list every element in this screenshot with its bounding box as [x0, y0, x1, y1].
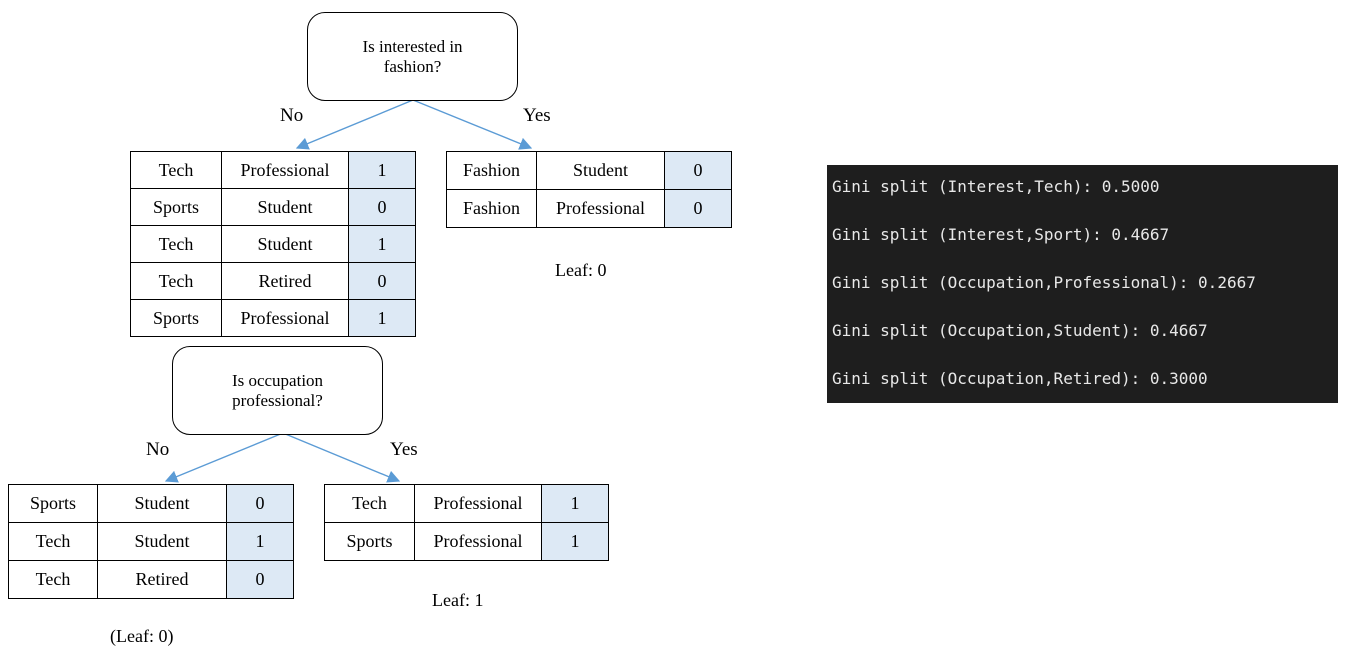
interest-cell: Tech [130, 151, 222, 189]
occupation-cell: Professional [414, 522, 542, 561]
occupation-cell: Retired [97, 560, 227, 599]
label-cell: 1 [348, 299, 416, 337]
occupation-cell: Student [536, 151, 665, 190]
second-yes-edge [282, 432, 401, 483]
root-yes-edge [412, 99, 533, 150]
occupation-cell: Student [221, 188, 349, 226]
label-cell: 1 [348, 151, 416, 189]
label-cell: 0 [348, 188, 416, 226]
interest-cell: Sports [8, 484, 98, 523]
terminal-line: Gini split (Occupation,Retired): 0.3000 [832, 369, 1208, 388]
label-cell: 0 [664, 189, 732, 228]
label-cell: 0 [226, 484, 294, 523]
second-no-edge [164, 432, 284, 483]
interest-cell: Tech [130, 225, 222, 263]
terminal-line: Gini split (Interest,Tech): 0.5000 [832, 177, 1160, 196]
occupation-cell: Retired [221, 262, 349, 300]
bottom-left-leaf-label: (Leaf: 0) [110, 626, 174, 646]
occupation-cell: Professional [414, 484, 542, 523]
second-question: Is occupation professional? [231, 370, 324, 410]
second-decision-node: Is occupation professional? [172, 346, 383, 435]
label-cell: 1 [226, 522, 294, 561]
label-cell: 1 [348, 225, 416, 263]
root-decision-node: Is interested in fashion? [307, 12, 518, 101]
interest-cell: Sports [130, 188, 222, 226]
occupation-cell: Professional [221, 151, 349, 189]
terminal-output: Gini split (Interest,Tech): 0.5000 Gini … [827, 165, 1338, 403]
terminal-line: Gini split (Occupation,Professional): 0.… [832, 273, 1256, 292]
interest-cell: Tech [8, 522, 98, 561]
root-yes-label: Yes [523, 105, 551, 126]
root-question: Is interested in fashion? [362, 36, 463, 76]
root-no-edge [295, 99, 414, 150]
interest-cell: Fashion [446, 189, 537, 228]
interest-cell: Tech [8, 560, 98, 599]
interest-cell: Sports [130, 299, 222, 337]
second-no-label: No [146, 439, 170, 460]
interest-cell: Sports [324, 522, 415, 561]
occupation-cell: Student [97, 522, 227, 561]
label-cell: 0 [664, 151, 732, 190]
occupation-cell: Professional [221, 299, 349, 337]
second-yes-label: Yes [390, 439, 418, 460]
interest-cell: Fashion [446, 151, 537, 190]
interest-cell: Tech [130, 262, 222, 300]
terminal-line: Gini split (Interest,Sport): 0.4667 [832, 225, 1170, 244]
terminal-line: Gini split (Occupation,Student): 0.4667 [832, 321, 1208, 340]
label-cell: 1 [541, 522, 609, 561]
interest-cell: Tech [324, 484, 415, 523]
occupation-cell: Student [97, 484, 227, 523]
label-cell: 0 [348, 262, 416, 300]
occupation-cell: Student [221, 225, 349, 263]
bottom-right-leaf-label: Leaf: 1 [432, 590, 484, 610]
right-leaf-label: Leaf: 0 [555, 260, 607, 280]
root-no-label: No [280, 105, 304, 126]
label-cell: 0 [226, 560, 294, 599]
occupation-cell: Professional [536, 189, 665, 228]
label-cell: 1 [541, 484, 609, 523]
